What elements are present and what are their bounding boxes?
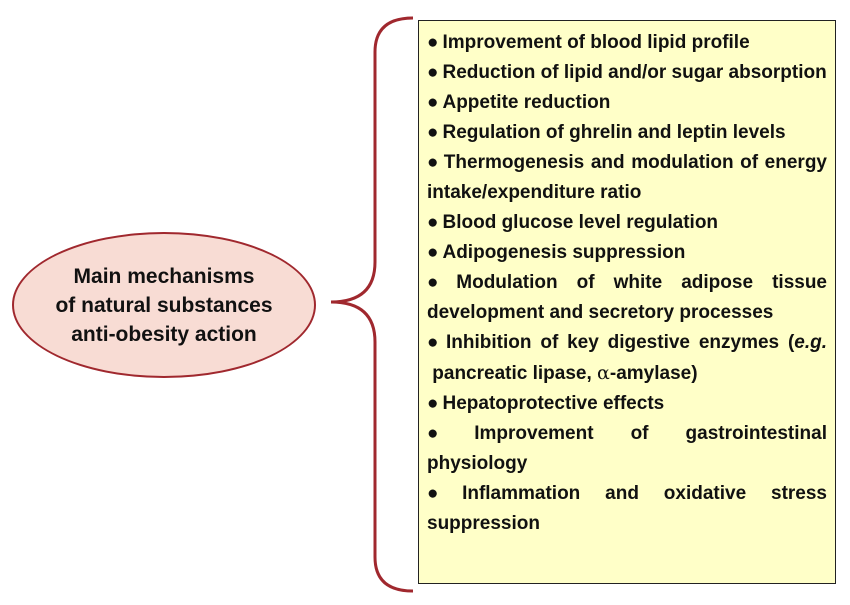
bullet-icon: ●: [427, 152, 440, 173]
mechanism-item: ●Modulation of white adipose tissue deve…: [427, 272, 828, 323]
bullet-icon: ●: [427, 272, 453, 293]
bullet-icon: ●: [427, 122, 439, 143]
bullet-icon: ●: [427, 32, 439, 53]
mechanism-item: ●Regulation of ghrelin and leptin levels: [427, 122, 786, 143]
bullet-icon: ●: [427, 423, 471, 444]
bullet-icon: ●: [427, 483, 459, 504]
bullet-icon: ●: [427, 242, 439, 263]
mechanisms-box: ●Improvement of blood lipid profile ●Red…: [418, 20, 836, 584]
mechanism-item: ●Reduction of lipid and/or sugar absorpt…: [427, 62, 827, 83]
bullet-icon: ●: [427, 332, 443, 353]
central-concept-ellipse: Main mechanisms of natural substances an…: [12, 232, 316, 378]
mechanism-item: ●Thermogenesis and modulation of energy …: [427, 152, 827, 203]
mechanism-item: ●Inflammation and oxidative stress suppr…: [427, 483, 827, 534]
central-concept-title: Main mechanisms of natural substances an…: [39, 262, 289, 349]
mechanism-item: ●Improvement of gastrointestinal physiol…: [427, 423, 827, 474]
mechanism-item: ●Inhibition of key digestive enzymes (e.…: [427, 332, 827, 384]
bullet-icon: ●: [427, 62, 439, 83]
central-concept-line-3: anti-obesity action: [71, 322, 257, 346]
bullet-icon: ●: [427, 393, 439, 414]
mechanism-item: ●Blood glucose level regulation: [427, 212, 719, 233]
mechanism-item: ●Hepatoprotective effects: [427, 393, 665, 414]
curly-brace: [330, 16, 414, 593]
central-concept-line-2: of natural substances: [55, 293, 273, 317]
mechanism-item: ●Improvement of blood lipid profile: [427, 32, 750, 53]
mechanism-item: ●Adipogenesis suppression: [427, 242, 686, 263]
bullet-icon: ●: [427, 92, 439, 113]
central-concept-line-1: Main mechanisms: [73, 264, 255, 288]
alpha-symbol: α: [597, 362, 610, 384]
bullet-icon: ●: [427, 212, 439, 233]
mechanism-item: ●Appetite reduction: [427, 92, 611, 113]
